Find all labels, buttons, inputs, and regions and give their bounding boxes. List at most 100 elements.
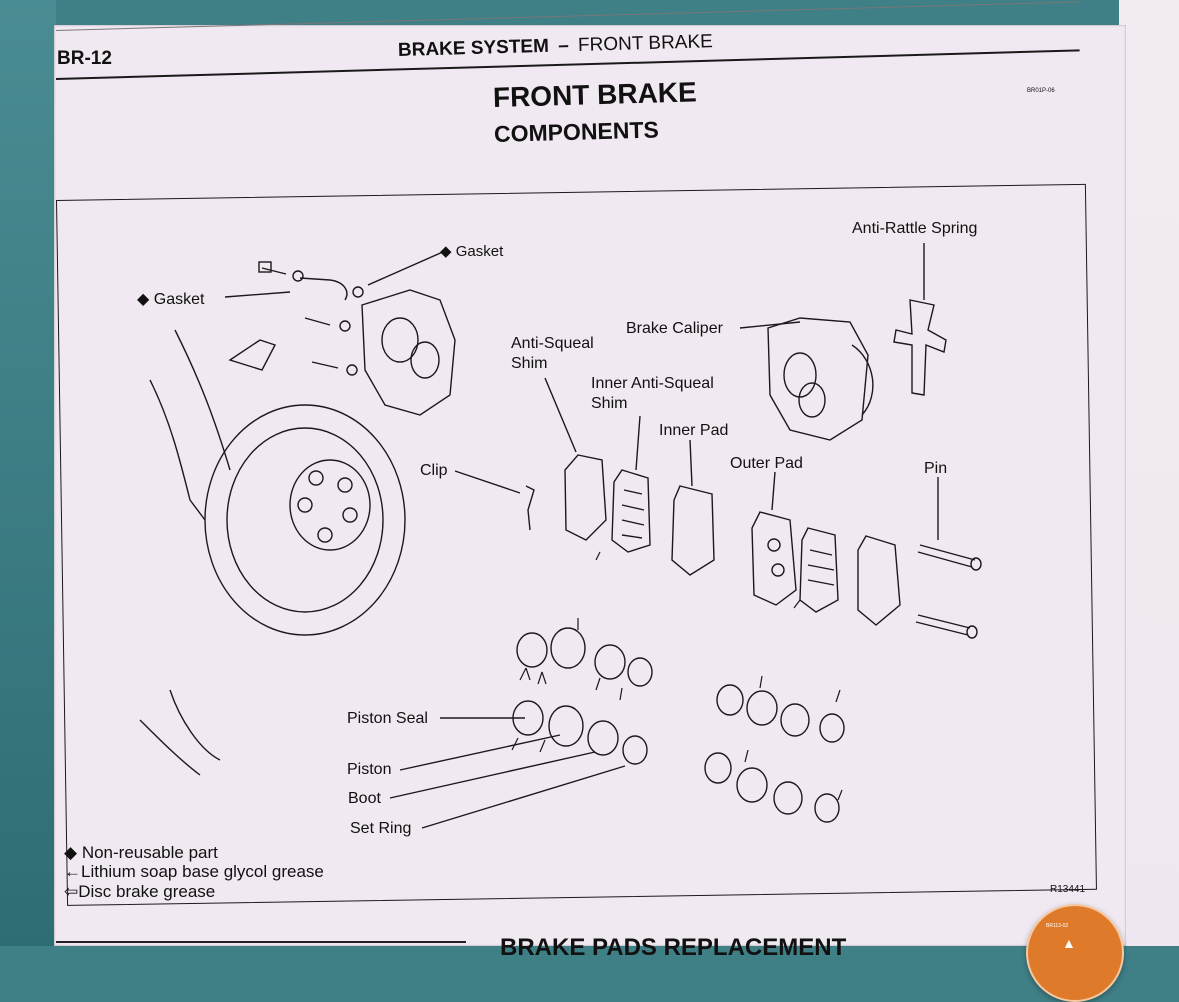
strut-bracket [228,339,276,371]
legend-non-reusable: ◆ Non-reusable part [64,843,218,862]
leader-clip [454,470,521,494]
label-gasket-left: ◆ Gasket [137,291,205,308]
piston-l1 [550,627,586,669]
pin-upper [917,544,976,568]
ring-l2 [622,735,648,765]
label-set-ring: Set Ring [350,820,412,837]
seal-r2 [704,752,732,784]
boot-r2 [773,781,803,815]
leader-set-ring [421,765,626,829]
pin-lower [915,614,971,636]
bolt-washer-1 [339,320,351,332]
badge-label: BR113-02 [1046,923,1069,929]
stud-2 [337,477,353,493]
figure-code-top: BR01P-06 [1027,88,1055,94]
pin-lower-head [966,625,978,639]
pin-upper-head [970,557,982,571]
label-piston: Piston [347,761,392,778]
boot-l2 [587,720,619,756]
gasket-left-ring [292,270,304,282]
inner-anti-squeal-shim [611,469,651,553]
ring-r2 [814,793,840,823]
anti-rattle-spring [893,299,947,396]
rotor-outer [204,404,406,636]
leader-caliper [739,321,801,329]
outer-pad-part [751,511,797,606]
ring-l1 [627,657,653,687]
hub [289,459,371,551]
stud-1 [308,470,324,486]
label-inner-anti-squeal-shim: Inner Anti-Squeal Shim [591,375,714,412]
clip-part [525,485,535,531]
brake-hose [261,267,348,301]
page-number: BR-12 [57,48,112,69]
piston-r2 [736,767,768,803]
leader-anti-squeal [544,377,577,453]
ring-r1 [819,713,845,743]
stud-4 [317,527,333,543]
components-diagram [139,243,982,829]
anti-squeal-shim [564,454,607,541]
backdrop-right [1119,0,1179,946]
solid-arrow-icon: ← [64,862,81,881]
outer-pad-hole-2 [771,563,785,577]
leader-inner-shim [635,415,641,471]
backdrop-left [0,0,56,946]
piston-l2 [548,705,584,747]
strut-body [149,329,231,521]
leader-outer-pad [771,471,776,511]
label-anti-rattle-spring: Anti-Rattle Spring [852,220,978,237]
leader-gasket-left [224,291,291,298]
figure-code-bottom: R13441 [1050,884,1086,895]
caliper-bore-1 [783,352,817,398]
label-outer-pad: Outer Pad [730,455,803,472]
label-pin: Pin [924,460,948,477]
outer-shim-plate [857,535,901,626]
outer-anti-squeal-shim [799,527,839,613]
label-clip: Clip [420,462,448,479]
outer-shim-hatch [807,549,835,586]
rotor-inner [226,427,384,613]
mounted-caliper-piston-1 [381,317,419,363]
grease-arrows [511,551,843,801]
diamond-icon: ◆ [64,843,78,862]
seal-l1 [516,632,548,668]
leader-boot [389,751,596,799]
inner-pad-part [671,485,715,576]
knuckle-arm [139,689,221,776]
mounted-caliper [361,289,456,416]
seal-l2 [512,700,544,736]
boot-l1 [594,644,626,680]
seal-r1 [716,684,744,716]
stud-3 [342,507,358,523]
label-piston-seal: Piston Seal [347,710,428,727]
label-boot: Boot [348,790,381,807]
caliper-bridge [851,344,874,416]
outer-pad-hole-1 [767,538,781,552]
bolt-washer-2 [346,364,358,376]
leader-inner-pad [689,439,693,487]
stud-5 [297,497,313,513]
gasket-top-ring [352,286,364,298]
union-bolt [258,261,272,273]
label-inner-pad: Inner Pad [659,422,729,439]
mounted-caliper-piston-2 [410,341,440,379]
home-arrow-icon: ▲ [1062,935,1076,951]
hollow-arrow-icon: ⇦ [64,882,79,901]
bottom-rule [56,941,466,943]
leader-piston [399,734,561,771]
caliper-body [767,317,869,441]
legend-disc-grease: ⇦Disc brake grease [64,882,216,901]
label-gasket-top: ◆ Gasket [440,243,504,260]
boot-r1 [780,703,810,737]
next-section-heading: BRAKE PADS REPLACEMENT [500,934,847,961]
scroll-top-button[interactable] [1026,904,1124,1002]
caliper-bolts [304,317,339,369]
inner-shim-hatch [621,489,645,539]
legend-lithium: ←Lithium soap base glycol grease [64,862,324,881]
caliper-bore-2 [798,382,826,418]
leader-gasket-top [367,250,446,286]
label-brake-caliper: Brake Caliper [626,320,723,337]
piston-r1 [746,690,778,726]
label-anti-squeal-shim: Anti-Squeal Shim [511,335,594,372]
